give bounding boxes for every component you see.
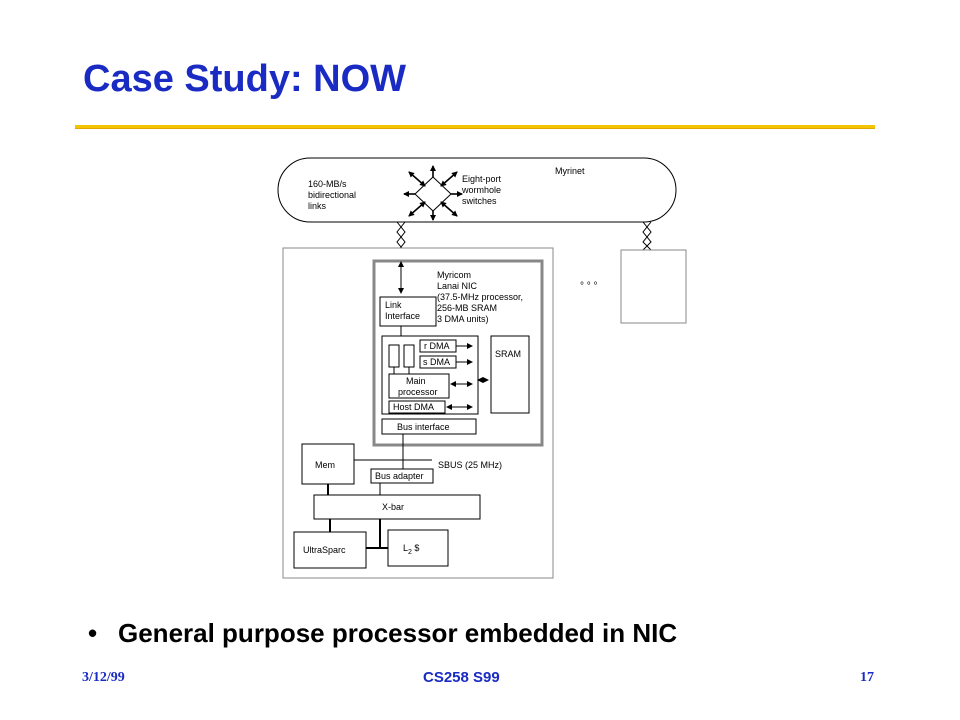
switches-label-3: switches (462, 196, 497, 206)
slide-title: Case Study: NOW (83, 58, 407, 100)
sbus-label: SBUS (25 MHz) (438, 460, 502, 470)
r-dma-label: r DMA (424, 341, 450, 351)
links-label-1: 160-MB/s (308, 179, 347, 189)
xbar-label: X-bar (382, 502, 404, 512)
myrinet-label: Myrinet (555, 166, 585, 176)
link-interface-box (379, 296, 437, 327)
nic-desc-1: Myricom (437, 270, 471, 280)
link-interface-label-1: Link (385, 300, 402, 310)
bus-interface-label: Bus interface (397, 422, 450, 432)
footer-page-number: 17 (860, 670, 874, 685)
other-node-box (620, 249, 687, 324)
l2-cache-box (387, 529, 449, 567)
bullet-text: General purpose processor embedded in NI… (118, 618, 678, 648)
mem-label: Mem (315, 460, 335, 470)
main-processor-label-2: processor (398, 387, 438, 397)
link-cable-right (642, 221, 652, 251)
fifo-icon-2 (403, 344, 415, 368)
bullet-point: • General purpose processor embedded in N… (88, 618, 677, 649)
ellipsis-label: ° ° ° (580, 281, 598, 292)
main-processor-box (388, 373, 450, 399)
nic-desc-2: Lanai NIC (437, 281, 478, 291)
links-label-3: links (308, 201, 327, 211)
l2-cache-label: L2 $ (403, 543, 419, 556)
nic-desc-5: 3 DMA units) (437, 314, 489, 324)
switches-label-1: Eight-port (462, 174, 502, 184)
ultrasparc-box (293, 531, 367, 569)
fifo-icon-1 (388, 344, 400, 368)
link-interface-label-2: Interface (385, 311, 420, 321)
links-label-2: bidirectional (308, 190, 356, 200)
host-dma-box (388, 400, 446, 414)
bus-interface-box (381, 418, 477, 435)
nic-desc-4: 256-MB SRAM (437, 303, 497, 313)
internal-bus-arrows (446, 343, 489, 410)
footer-date: 3/12/99 (82, 670, 125, 685)
switches-label-2: wormhole (461, 185, 501, 195)
bus-adapter-label: Bus adapter (375, 471, 424, 481)
footer-course: CS258 S99 (423, 669, 500, 686)
bullet-icon: • (88, 618, 98, 648)
sram-box (490, 335, 530, 414)
xbar-box (313, 494, 481, 520)
nic-desc-3: (37.5-MHz processor, (437, 292, 523, 302)
s-dma-label: s DMA (423, 357, 450, 367)
host-dma-label: Host DMA (393, 402, 434, 412)
myrinet-network (277, 157, 677, 223)
title-underline (75, 125, 875, 129)
bus-adapter-box (370, 468, 434, 484)
switch-icon (403, 165, 463, 221)
main-processor-label-1: Main (406, 376, 426, 386)
sram-label: SRAM (495, 349, 521, 359)
ultrasparc-label: UltraSparc (303, 545, 346, 555)
